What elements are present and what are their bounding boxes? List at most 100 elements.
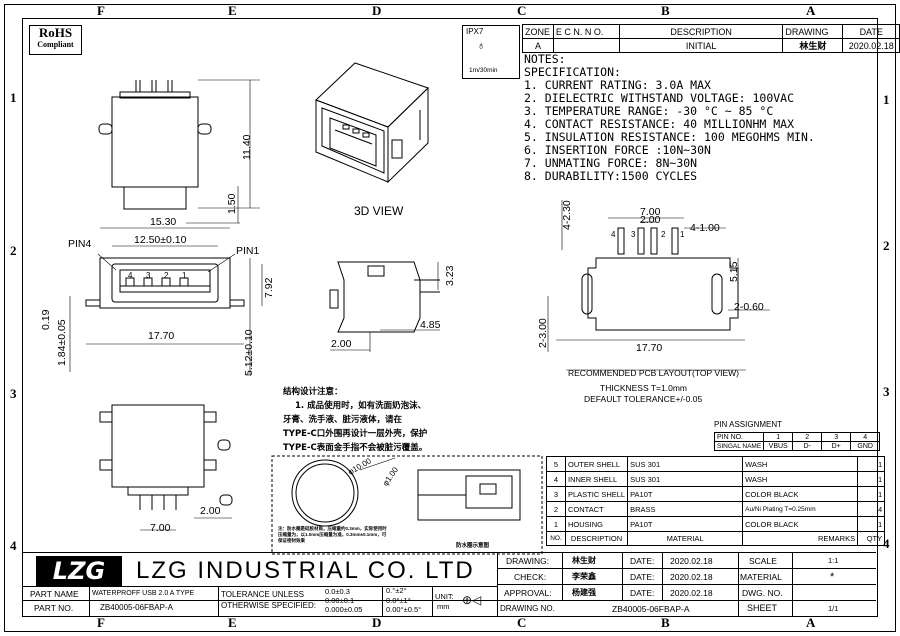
pin-cell: 2 [792, 432, 823, 442]
angle-value: 0.°±2° [386, 586, 407, 595]
dim-label: 7.00 [150, 522, 171, 534]
pin-number: 2 [164, 271, 169, 280]
bom-header-cell: DESCRIPTION [564, 531, 629, 546]
pin-cell: 4 [850, 432, 881, 442]
scale-label: SCALE [749, 556, 777, 566]
zone-label: D [372, 615, 382, 630]
dim-label: 1.50 [226, 193, 238, 214]
rev-cell: 林生财 [782, 38, 844, 53]
bom-header-cell: REMARKS [742, 531, 859, 546]
sheet-value: 1/1 [828, 604, 839, 613]
front-view [69, 227, 263, 376]
dim-label: 4-1.00 [690, 222, 720, 234]
zone-label: E [228, 3, 237, 18]
notes-block: NOTES: SPECIFICATION: 1. CURRENT RATING:… [524, 53, 815, 183]
dim-label: 2.00 [200, 505, 221, 517]
pcb-pin-number: 1 [680, 230, 685, 239]
bom-cell: 1 [857, 456, 886, 472]
pcb-title: RECOMMENDED PCB LAYOUT(TOP VIEW) [568, 368, 739, 378]
tolerance-value: 0.00±0.1 [325, 596, 355, 605]
dim-label: 12.50±0.10 [134, 234, 187, 246]
drawing-label: DRAWING: [506, 556, 550, 566]
pin-number: 3 [146, 271, 151, 280]
zone-label: A [806, 3, 816, 18]
dim-label: 4.85 [420, 319, 441, 331]
revision-table: ZONE E C N. N O. DESCRIPTION DRAWING DAT… [522, 24, 900, 53]
dim-label: 7.00 [640, 206, 661, 218]
rohs-text: RoHS [38, 25, 73, 40]
dim-label: 4-2.30 [561, 200, 573, 230]
scale-value: 1:1 [828, 556, 839, 565]
zone-label: F [97, 615, 105, 630]
pin-number: 4 [128, 271, 133, 280]
rev-cell [552, 38, 620, 53]
bom-cell: 4 [546, 471, 566, 487]
date-label: DATE: [630, 556, 655, 566]
bom-cell: COLOR BLACK [742, 486, 859, 502]
notes-item: 7. UNMATING FORCE: 8N~30N [524, 156, 698, 170]
gasket-label: 防水圈示意图 [456, 543, 490, 549]
bom-cell: 2 [546, 501, 566, 517]
bom-table: 5 OUTER SHELL SUS 301 WASH 1 4 INNER SHE… [546, 456, 886, 546]
company-logo: LZG [36, 556, 122, 586]
tolerance-value: 0.000±0.05 [325, 605, 363, 614]
dim-label: 3.23 [444, 265, 456, 286]
zone-label: 3 [10, 386, 17, 401]
design-note-title: 结构设计注意： [283, 387, 343, 397]
dim-label: 2-0.60 [734, 301, 764, 313]
date-value: 2020.02.18 [670, 588, 713, 598]
rohs-badge: RoHS Compliant [29, 25, 82, 55]
approval-value: 杨建强 [572, 588, 596, 597]
pcb-thickness: THICKNESS T=1.0mm [600, 383, 687, 393]
bom-header-cell: NO. [546, 531, 566, 546]
dim-label: 0.19 [40, 309, 52, 330]
bom-cell: 5 [546, 456, 566, 472]
pin-cell: D+ [821, 441, 852, 451]
bom-cell: WASH [742, 456, 859, 472]
rev-cell: INITIAL [618, 38, 784, 53]
dim-label: 5.12±0.10 [243, 329, 255, 376]
water-drop-icon: ♁ [477, 40, 486, 52]
material-value: * [830, 571, 835, 583]
bom-cell: 1 [857, 486, 886, 502]
bom-header: NO. DESCRIPTION MATERIAL REMARKS QTY [546, 531, 886, 546]
dwg-label: DWG. NO. [742, 588, 783, 598]
unit-value: mm [437, 602, 450, 611]
bom-header-cell: QTY [857, 531, 886, 546]
tolerance-label: TOLERANCE UNLESS [221, 590, 304, 599]
dim-label: 7.92 [263, 277, 275, 298]
zone-label: A [806, 615, 816, 630]
pin-cell: VBUS [763, 441, 794, 451]
bom-cell: 1 [546, 516, 566, 532]
angle-value: 0.00°±0.5° [386, 605, 422, 614]
pcb-layout [547, 200, 770, 371]
bom-cell: INNER SHELL [564, 471, 629, 487]
bom-row: 2 CONTACT BRASS Au/Ni Plating T=0.25mm 4 [546, 501, 886, 517]
date-label: DATE: [630, 572, 655, 582]
bom-cell: HOUSING [564, 516, 629, 532]
zone-label: 1 [10, 90, 17, 105]
tolerance-value: 0.0±0.3 [325, 587, 350, 596]
pcb-pin-number: 3 [631, 230, 636, 239]
bom-cell: SUS 301 [627, 456, 744, 472]
dim-label: 1.84±0.05 [56, 319, 68, 366]
rev-cell: 2020.02.18 [842, 38, 900, 53]
bottom-view [99, 404, 233, 531]
bom-cell: BRASS [627, 501, 744, 517]
angle-value: 0.0°±1° [386, 596, 411, 605]
sheet-label: SHEET [747, 603, 778, 613]
part-name-value: WATERPROFF USB 2.0 A TYPE [92, 590, 195, 597]
notes-item: 6. INSERTION FORCE :10N~30N [524, 143, 711, 157]
part-name-label: PART NAME [30, 589, 79, 599]
bom-cell: 1 [857, 471, 886, 487]
zone-label: C [517, 3, 527, 18]
bom-cell: PA10T [627, 486, 744, 502]
date-value: 2020.02.18 [670, 572, 713, 582]
bom-cell: SUS 301 [627, 471, 744, 487]
zone-label: F [97, 3, 105, 18]
design-note: 结构设计注意： 1. 成品使用时，如有洗面奶泡沫、 牙膏、洗手液、脏污液体，请在… [283, 385, 427, 455]
pin-cell: 1 [763, 432, 794, 442]
pin4-label: PIN4 [68, 238, 92, 250]
check-value: 李荣鑫 [572, 572, 596, 581]
